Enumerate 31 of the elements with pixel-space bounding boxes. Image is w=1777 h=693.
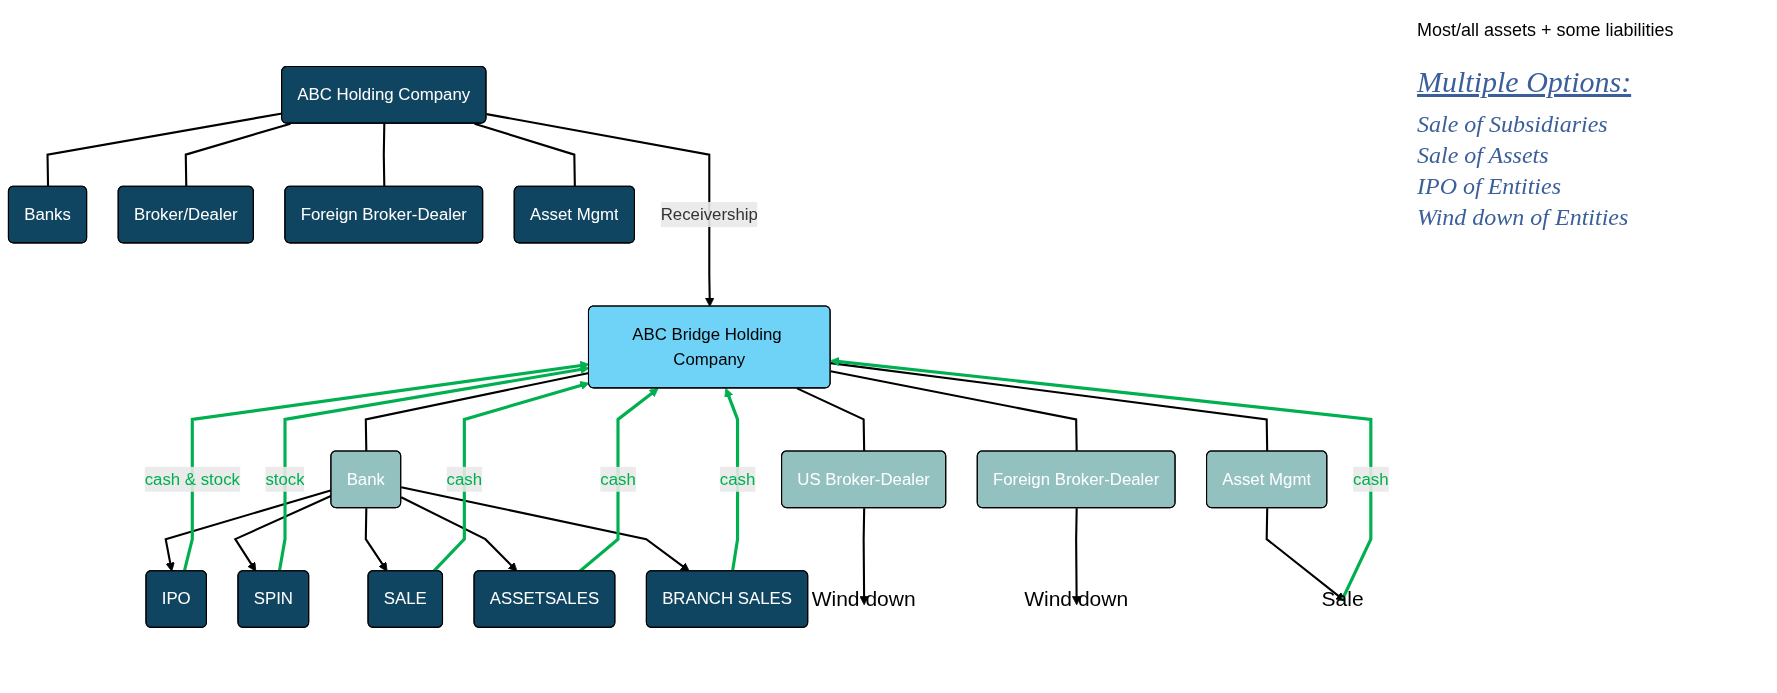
option-item: IPO of Entities bbox=[1417, 173, 1562, 200]
node-text: Wind down bbox=[1024, 587, 1129, 611]
option-item: Sale of Subsidiaries bbox=[1417, 111, 1609, 138]
connector bbox=[830, 369, 1078, 452]
connector bbox=[184, 122, 291, 187]
edge-label: stock bbox=[265, 469, 305, 488]
arrow bbox=[486, 112, 715, 307]
connector bbox=[382, 123, 386, 187]
arrow bbox=[1072, 507, 1082, 605]
arrow bbox=[277, 364, 590, 572]
edge-label: cash & stock bbox=[144, 469, 240, 488]
connector bbox=[474, 122, 576, 187]
options-heading: Multiple Options: bbox=[1417, 65, 1632, 99]
edge-note: Most/all assets + some liabilities bbox=[1417, 20, 1675, 41]
arrow bbox=[182, 360, 590, 572]
edge-label: Receivership bbox=[660, 204, 758, 223]
node-text: Wind down bbox=[811, 587, 916, 611]
connector bbox=[796, 387, 866, 452]
edge-label: cash bbox=[446, 469, 483, 488]
edge-label: cash bbox=[1353, 469, 1389, 488]
edge-label: cash bbox=[719, 469, 756, 488]
option-item: Wind down of Entities bbox=[1417, 204, 1630, 231]
connector bbox=[830, 361, 1269, 452]
arrow bbox=[432, 380, 590, 572]
arrow bbox=[830, 356, 1373, 600]
arrow bbox=[578, 387, 659, 572]
arrow bbox=[401, 485, 690, 572]
arrow bbox=[859, 507, 869, 605]
arrow bbox=[364, 507, 388, 572]
option-item: Sale of Assets bbox=[1417, 142, 1550, 169]
edge-label: cash bbox=[600, 469, 636, 488]
